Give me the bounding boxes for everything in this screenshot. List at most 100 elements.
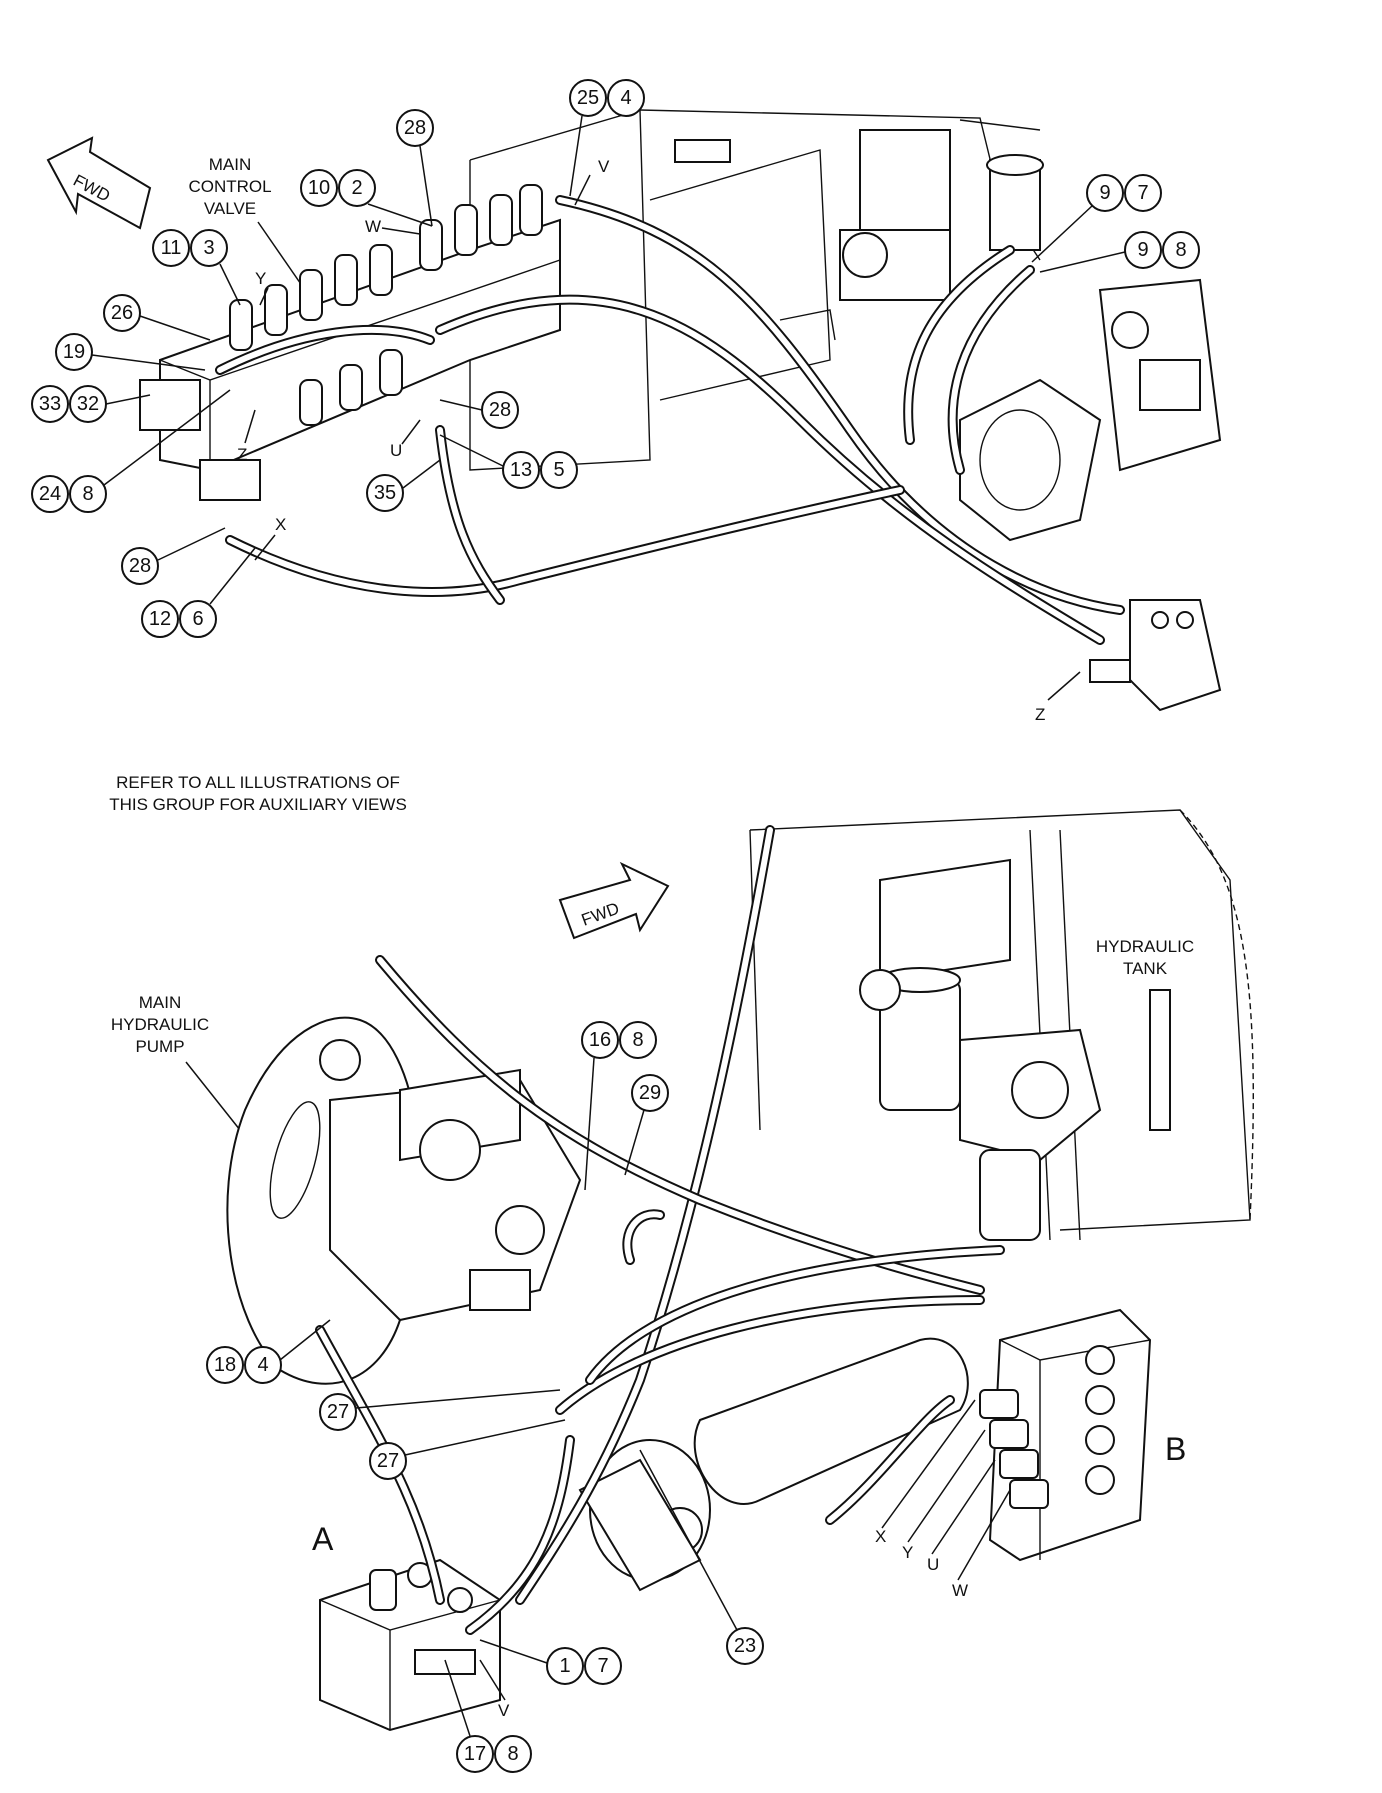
refer-note: REFER TO ALL ILLUSTRATIONS OF THIS GROUP… <box>109 773 407 814</box>
svg-text:8: 8 <box>1175 239 1186 261</box>
svg-text:32: 32 <box>77 393 99 415</box>
svg-text:10: 10 <box>308 177 330 199</box>
svg-text:35: 35 <box>374 482 396 504</box>
bottom-view: FWD HYDRAULIC TANK MAIN HYDRAULIC <box>111 809 1254 1773</box>
svg-text:23: 23 <box>734 1635 756 1657</box>
port-v-bottom: V <box>498 1701 510 1720</box>
callout-33-32: 33 32 <box>31 385 151 423</box>
pump-block-top <box>959 278 1222 542</box>
callout-23: 23 <box>639 1449 764 1665</box>
port-y-bottom: Y <box>902 1543 913 1562</box>
pilot-manifold-top <box>1089 599 1222 712</box>
motor-assembly-top <box>839 119 1044 301</box>
callout-29: 29 <box>624 1074 669 1176</box>
svg-text:6: 6 <box>192 608 203 630</box>
svg-text:1: 1 <box>559 1655 570 1677</box>
callout-11-3: 11 3 <box>152 229 241 306</box>
callout-10-2: 10 2 <box>300 169 433 227</box>
svg-text:7: 7 <box>1137 182 1148 204</box>
svg-text:28: 28 <box>129 555 151 577</box>
svg-text:16: 16 <box>589 1029 611 1051</box>
callout-19: 19 <box>55 333 206 371</box>
svg-text:8: 8 <box>507 1743 518 1765</box>
accumulator <box>578 1337 969 1592</box>
svg-text:4: 4 <box>620 87 631 109</box>
svg-text:3: 3 <box>203 237 214 259</box>
svg-text:27: 27 <box>327 1401 349 1423</box>
port-u-bottom: U <box>927 1555 939 1574</box>
callout-12-6: 12 6 <box>141 547 256 638</box>
fwd-arrow-bottom: FWD <box>558 861 670 940</box>
fwd-arrow-top: FWD <box>46 136 152 230</box>
svg-text:25: 25 <box>577 87 599 109</box>
port-u-top: U <box>390 441 402 460</box>
port-y-top: Y <box>255 269 266 288</box>
callout-1-7: 1 7 <box>479 1639 622 1685</box>
refer-note-line2: THIS GROUP FOR AUXILIARY VIEWS <box>109 795 407 814</box>
hydraulic-tank-label-line1: HYDRAULIC <box>1096 937 1194 956</box>
main-control-valve <box>139 184 561 501</box>
callout-13-5: 13 5 <box>439 434 578 489</box>
port-z-right-top: Z <box>1035 705 1045 724</box>
svg-text:33: 33 <box>39 393 61 415</box>
svg-text:8: 8 <box>632 1029 643 1051</box>
callout-16-8: 16 8 <box>581 1021 657 1191</box>
pump-label-line3: PUMP <box>135 1037 184 1056</box>
svg-text:28: 28 <box>489 399 511 421</box>
refer-note-line1: REFER TO ALL ILLUSTRATIONS OF <box>116 773 400 792</box>
hydraulic-tank-label-line2: TANK <box>1123 959 1168 978</box>
callout-24-8: 24 8 <box>31 389 231 513</box>
port-letters-top: V W Y Z U X Z <box>237 157 1081 724</box>
callout-9-8: 9 8 <box>1039 231 1200 273</box>
svg-text:9: 9 <box>1137 239 1148 261</box>
port-letters-bottom: X Y U W V <box>479 1399 1011 1720</box>
port-x-top: X <box>275 515 286 534</box>
svg-text:27: 27 <box>377 1450 399 1472</box>
top-view: FWD MAIN CONTROL VALVE <box>31 79 1222 724</box>
svg-text:12: 12 <box>149 608 171 630</box>
pump-label-line1: MAIN <box>139 993 182 1012</box>
svg-text:9: 9 <box>1099 182 1110 204</box>
svg-text:29: 29 <box>639 1082 661 1104</box>
svg-text:24: 24 <box>39 483 61 505</box>
port-z-left-top: Z <box>237 445 247 464</box>
callout-28-b: 28 <box>439 391 519 429</box>
port-w-bottom: W <box>952 1581 968 1600</box>
svg-text:4: 4 <box>257 1354 268 1376</box>
svg-text:5: 5 <box>553 459 564 481</box>
callout-9-7: 9 7 <box>1031 174 1162 263</box>
manifold-b: B <box>979 1308 1186 1562</box>
hydraulic-tank: HYDRAULIC TANK <box>749 809 1254 1241</box>
main-hydraulic-pump: MAIN HYDRAULIC PUMP <box>111 993 582 1385</box>
view-b-label: B <box>1165 1431 1186 1467</box>
svg-text:17: 17 <box>464 1743 486 1765</box>
main-control-valve-label-line2: CONTROL <box>188 177 271 196</box>
svg-text:18: 18 <box>214 1354 236 1376</box>
callout-25-4: 25 4 <box>569 79 645 197</box>
main-control-valve-label: MAIN CONTROL VALVE <box>188 155 306 291</box>
hoses-bottom <box>315 825 1005 1635</box>
callouts-bottom: 16 8 29 18 4 27 27 1 <box>206 1021 764 1773</box>
view-a-label: A <box>312 1521 334 1557</box>
svg-text:13: 13 <box>510 459 532 481</box>
filter-assembly <box>859 858 1102 1241</box>
svg-text:7: 7 <box>597 1655 608 1677</box>
callouts-top: 25 4 28 10 2 9 7 9 8 <box>31 79 1200 638</box>
pump-label-line2: HYDRAULIC <box>111 1015 209 1034</box>
main-control-valve-label-line3: VALVE <box>204 199 256 218</box>
svg-text:19: 19 <box>63 341 85 363</box>
callout-27-a: 27 <box>319 1389 561 1431</box>
hoses-top <box>215 195 1125 645</box>
svg-text:8: 8 <box>82 483 93 505</box>
svg-text:26: 26 <box>111 302 133 324</box>
port-x-bottom: X <box>875 1527 886 1546</box>
callout-18-4: 18 4 <box>206 1319 331 1384</box>
svg-text:28: 28 <box>404 117 426 139</box>
callout-27-b: 27 <box>369 1419 566 1480</box>
svg-text:11: 11 <box>161 237 182 259</box>
svg-text:2: 2 <box>351 177 362 199</box>
callout-28-a: 28 <box>396 109 434 227</box>
callout-17-8: 17 8 <box>444 1659 532 1773</box>
main-control-valve-label-line1: MAIN <box>209 155 252 174</box>
